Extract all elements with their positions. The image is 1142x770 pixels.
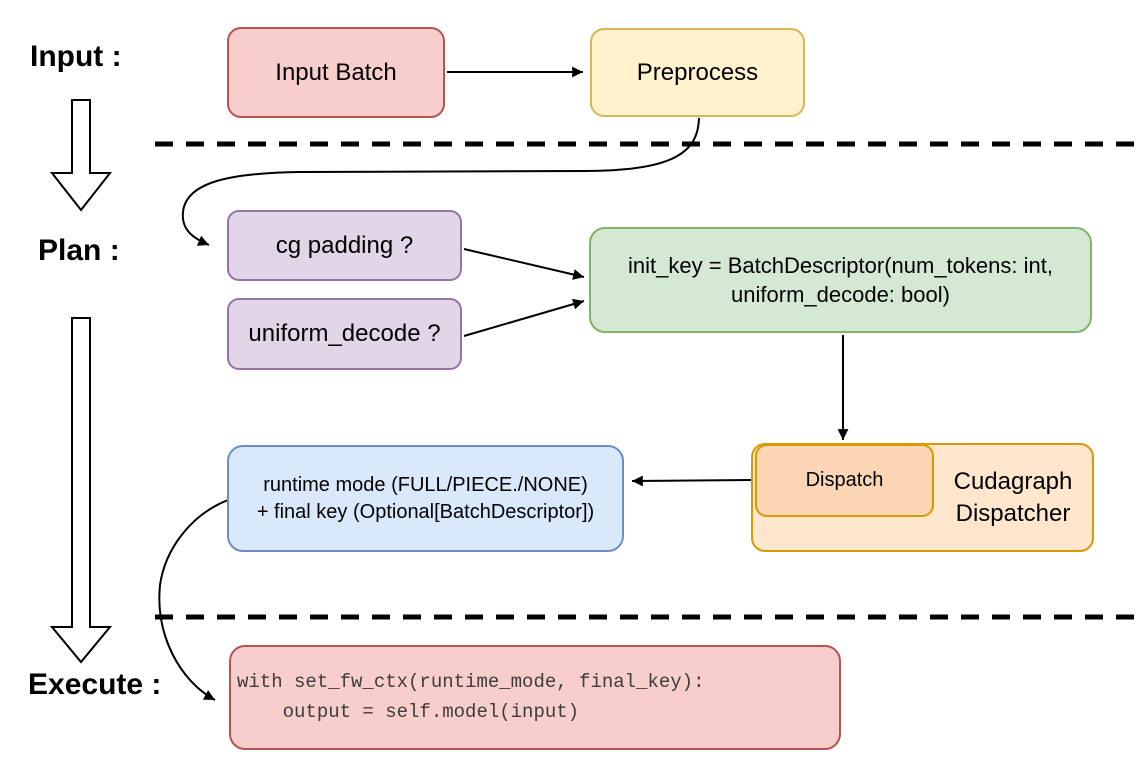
node-dispatch-label: Dispatch	[805, 469, 884, 492]
node-dispatch: Dispatch	[755, 444, 934, 517]
node-init-key-line2: uniform_decode: bool)	[731, 282, 950, 307]
node-input-batch-label: Input Batch	[275, 58, 397, 86]
execute-code-line2: output = self.model(input)	[237, 700, 580, 723]
node-init-key: init_key = BatchDescriptor(num_tokens: i…	[589, 227, 1092, 333]
arrow-uniformdecode-to-initkey	[463, 298, 585, 337]
node-cg-padding-label: cg padding ?	[275, 231, 414, 259]
node-runtime-line2: + final key (Optional[BatchDescriptor])	[256, 500, 595, 523]
stage-label-input: Input :	[30, 40, 122, 73]
node-cudagraph-dispatcher-title: Cudagraph Dispatcher	[934, 445, 1092, 550]
curve-preprocess-to-cgpadding	[181, 117, 700, 246]
node-runtime-line1: runtime mode (FULL/PIECE./NONE)	[263, 474, 588, 497]
arrow-cgpadding-to-initkey	[463, 248, 585, 280]
stage-label-plan: Plan :	[38, 234, 120, 267]
node-init-key-line1: init_key = BatchDescriptor(num_tokens: i…	[628, 252, 1053, 278]
node-cg-padding: cg padding ?	[227, 210, 462, 281]
cudagraph-title-line2: Dispatcher	[955, 499, 1071, 527]
node-uniform-decode-label: uniform_decode ?	[248, 320, 441, 348]
plan-to-execute-arrow-icon	[49, 317, 113, 664]
node-uniform-decode: uniform_decode ?	[227, 298, 462, 370]
node-preprocess: Preprocess	[590, 28, 805, 117]
node-preprocess-label: Preprocess	[636, 58, 759, 86]
input-to-plan-arrow-icon	[49, 99, 113, 212]
execute-code-line1: with set_fw_ctx(runtime_mode, final_key)…	[237, 671, 705, 694]
node-execute-code: with set_fw_ctx(runtime_mode, final_key)…	[229, 645, 841, 750]
node-cudagraph-dispatcher: Dispatch Cudagraph Dispatcher	[751, 443, 1094, 552]
node-input-batch: Input Batch	[227, 27, 445, 118]
node-runtime-mode: runtime mode (FULL/PIECE./NONE) + final …	[227, 445, 624, 552]
cudagraph-title-line1: Cudagraph	[953, 467, 1073, 495]
curve-runtime-to-execute	[158, 499, 229, 701]
arrow-dispatch-to-runtime	[631, 475, 752, 487]
stage-label-execute: Execute :	[28, 668, 162, 701]
